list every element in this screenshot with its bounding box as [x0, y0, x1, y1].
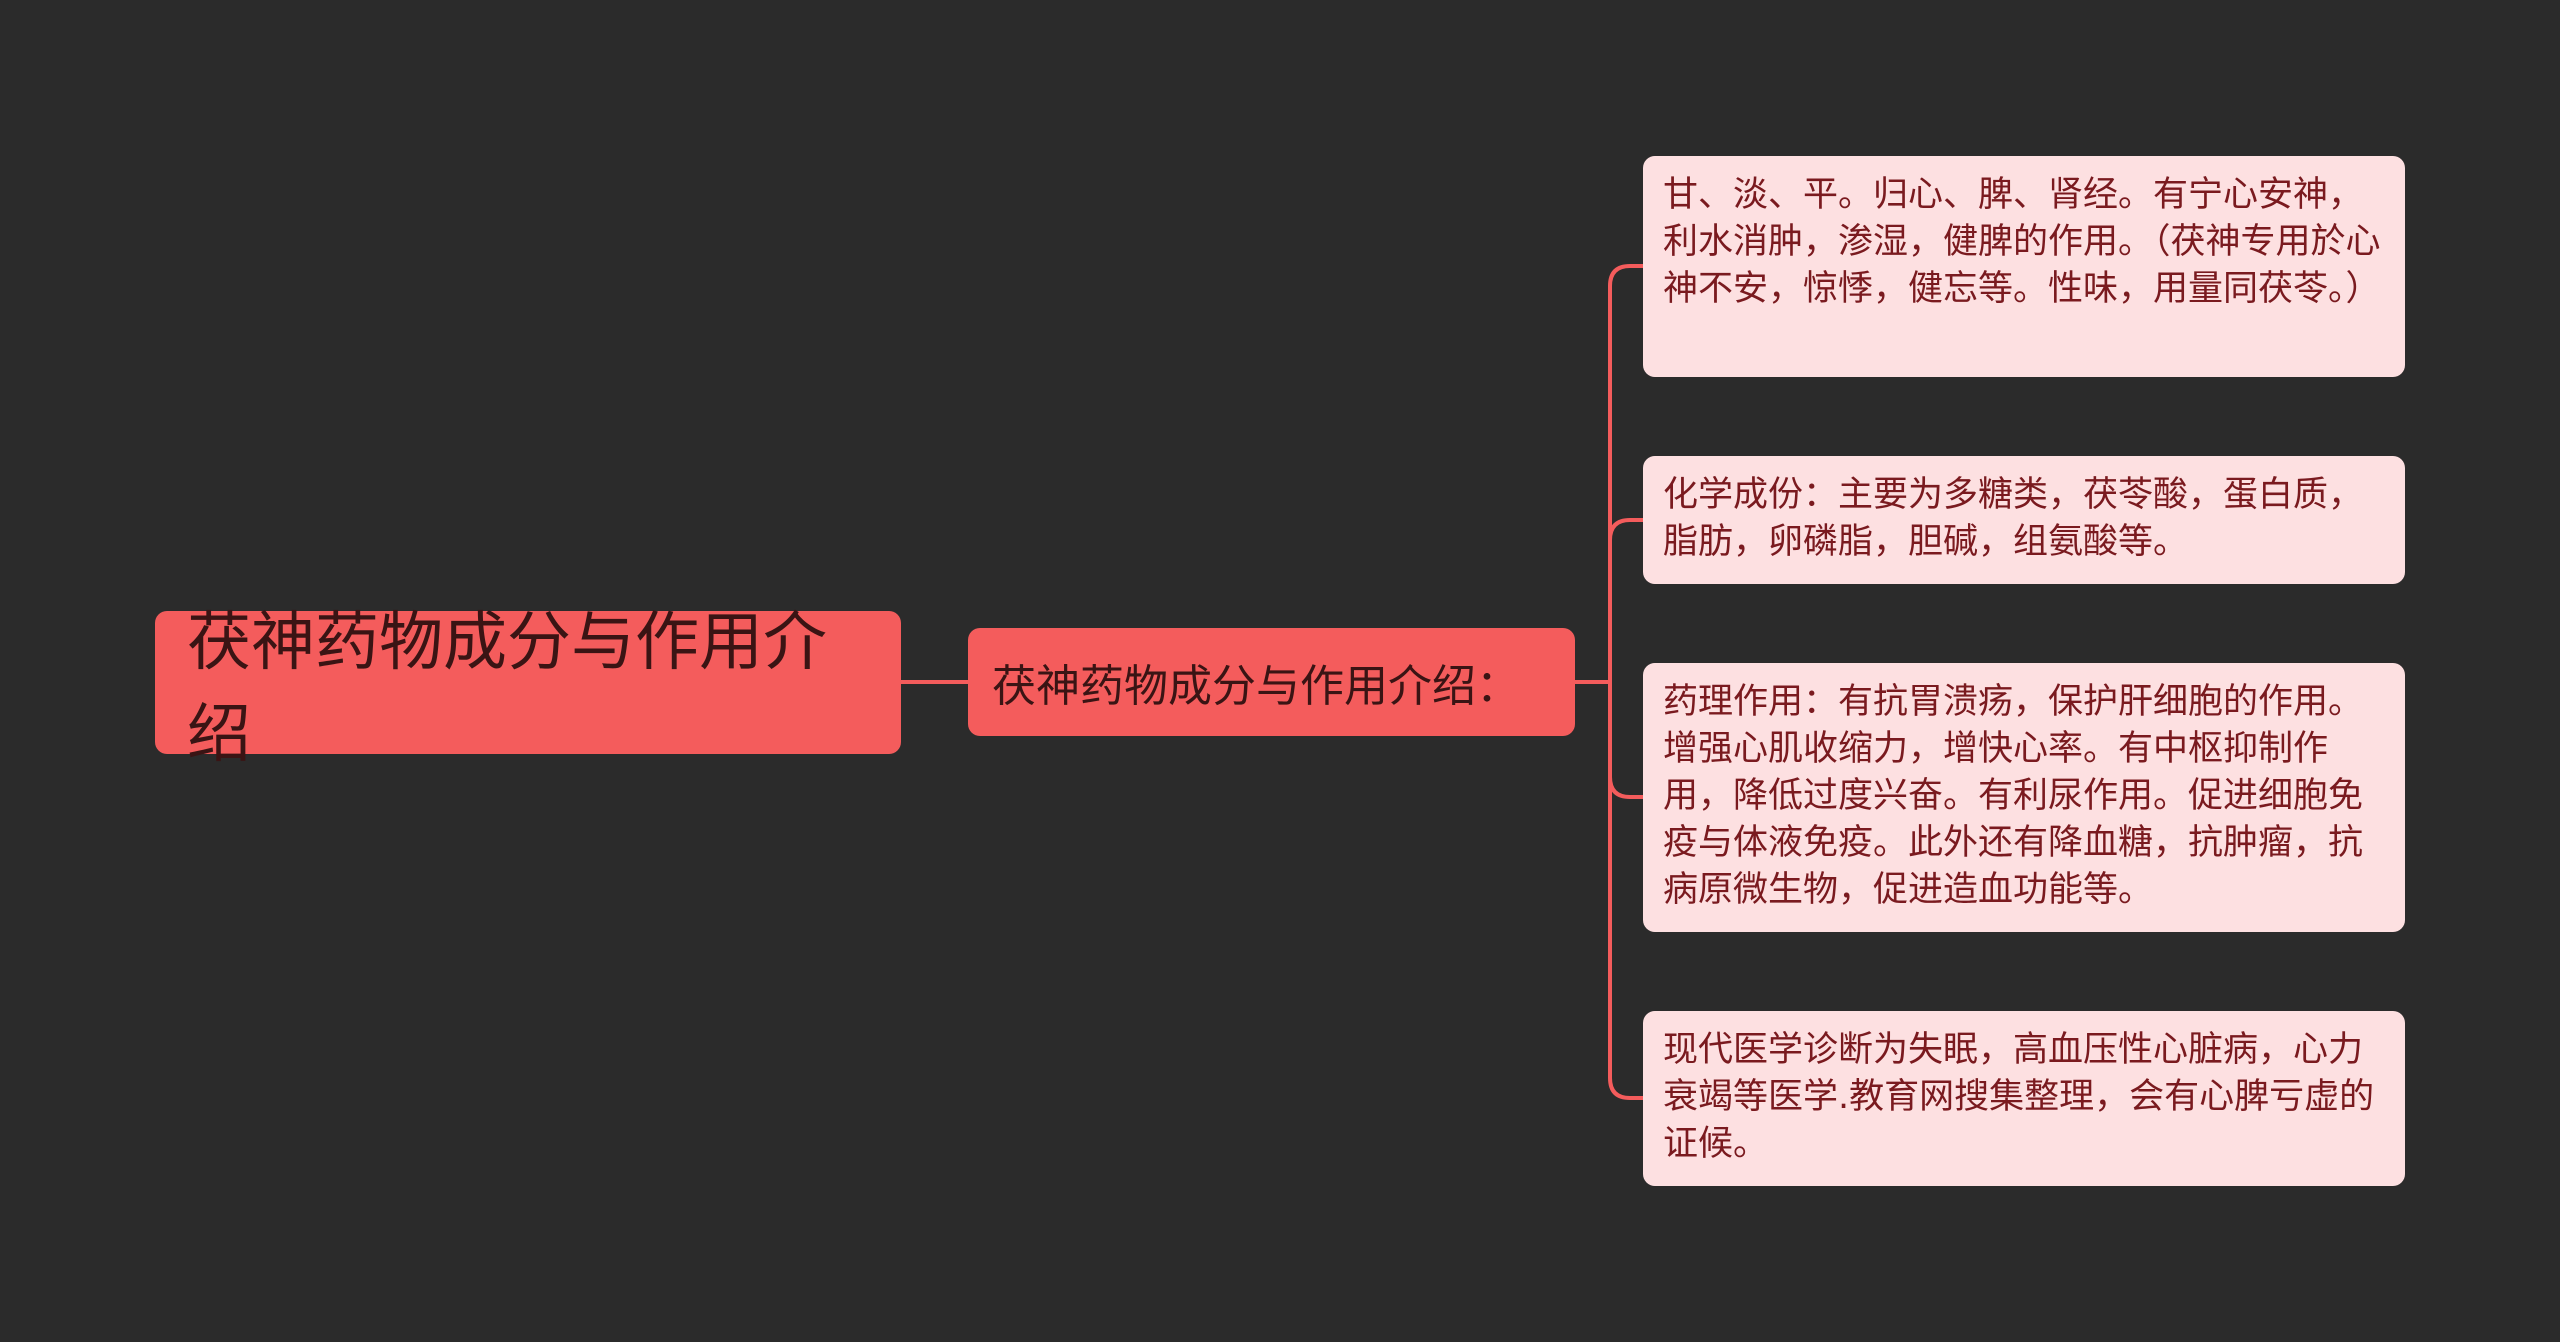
leaf-node-text: 现代医学诊断为失眠，高血压性心脏病，心力衰竭等医学.教育网搜集整理，会有心脾亏虚…: [1663, 1030, 2375, 1164]
leaf-node-chemical-composition[interactable]: 化学成份：主要为多糖类，茯苓酸，蛋白质，脂肪，卵磷脂，胆碱，组氨酸等。: [1643, 456, 2405, 584]
branch-node[interactable]: 茯神药物成分与作用介绍：: [968, 628, 1575, 736]
leaf-node-text: 化学成份：主要为多糖类，茯苓酸，蛋白质，脂肪，卵磷脂，胆碱，组氨酸等。: [1663, 475, 2364, 562]
leaf-node-pharmacology[interactable]: 药理作用：有抗胃溃疡，保护肝细胞的作用。增强心肌收缩力，增快心率。有中枢抑制作用…: [1643, 663, 2405, 932]
leaf-node-text: 药理作用：有抗胃溃疡，保护肝细胞的作用。增强心肌收缩力，增快心率。有中枢抑制作用…: [1663, 682, 2364, 910]
leaf-node-modern-diagnosis[interactable]: 现代医学诊断为失眠，高血压性心脏病，心力衰竭等医学.教育网搜集整理，会有心脾亏虚…: [1643, 1011, 2405, 1186]
root-node-label: 茯神药物成分与作用介绍: [187, 605, 827, 772]
bracket-to-leaf-3-line: [1608, 680, 1645, 799]
branch-node-label: 茯神药物成分与作用介绍：: [992, 661, 1520, 712]
bracket-to-leaf-1-line: [1608, 264, 1645, 684]
leaf-node-text: 甘、淡、平。归心、脾、肾经。有宁心安神，利水消肿，渗湿，健脾的作用。（茯神专用於…: [1663, 175, 2381, 309]
bracket-to-leaf-4-line: [1608, 680, 1645, 1100]
bracket-to-leaf-2-line: [1608, 518, 1645, 684]
leaf-node-properties[interactable]: 甘、淡、平。归心、脾、肾经。有宁心安神，利水消肿，渗湿，健脾的作用。（茯神专用於…: [1643, 156, 2405, 377]
root-node[interactable]: 茯神药物成分与作用介绍: [155, 606, 901, 772]
